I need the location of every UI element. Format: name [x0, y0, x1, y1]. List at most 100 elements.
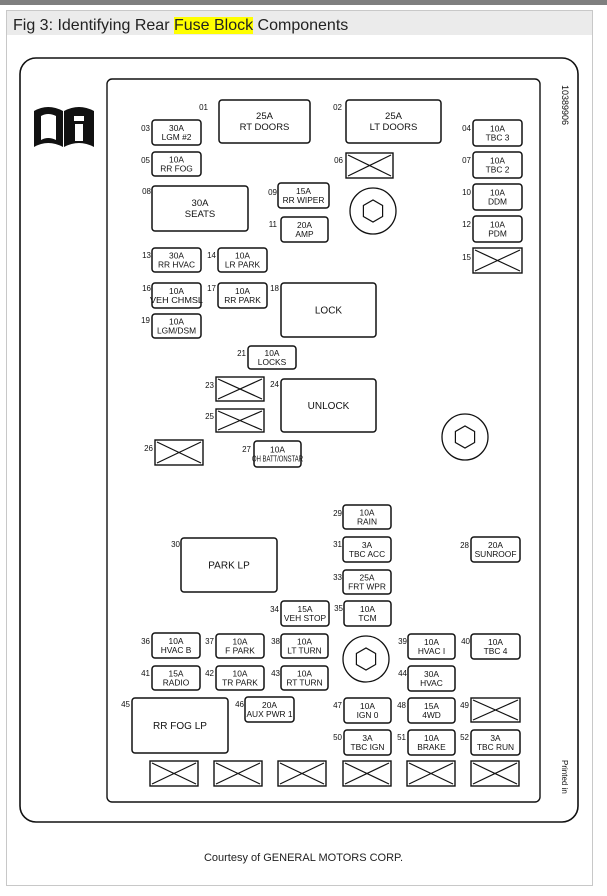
- fuse-number: 41: [141, 669, 150, 678]
- fuse-circuit: 4WD: [422, 710, 441, 720]
- fuse-06: 06: [334, 152, 394, 179]
- fuse-amperage: 15A: [296, 186, 311, 196]
- fuse-circuit: RR PARK: [224, 295, 261, 305]
- fuse-number: 02: [333, 103, 342, 112]
- fuse-box: [470, 729, 521, 756]
- fuse-number: 42: [205, 669, 214, 678]
- fuse-box: [247, 345, 297, 370]
- fuse-amperage: 10A: [360, 604, 375, 614]
- fuse-circuit: RT TURN: [286, 678, 322, 688]
- fuse-amperage: 30A: [169, 251, 184, 261]
- fuse-box: [407, 665, 456, 692]
- fuse-number: 03: [141, 124, 150, 133]
- fuse-circuit: RAIN: [357, 517, 377, 527]
- fuse-circuit: LR PARK: [225, 260, 261, 270]
- fuse-box: [151, 665, 201, 691]
- fuse-box: [342, 569, 392, 595]
- fuse-box: [280, 216, 329, 243]
- fuse-circuit: F PARK: [225, 646, 255, 656]
- bottom-relays: [149, 760, 520, 787]
- fuse-number: 45: [121, 700, 130, 709]
- fuse-box: [253, 440, 302, 468]
- fuse-number: 23: [205, 381, 214, 390]
- fuse-amperage: 10A: [233, 637, 248, 647]
- fuse-number: 31: [333, 540, 342, 549]
- manual-info-icon: [34, 107, 94, 147]
- relay-icon: [345, 152, 394, 179]
- stud-icon: [342, 635, 390, 683]
- fuse-circuit: HVAC I: [418, 646, 445, 656]
- fuse-number: 12: [462, 220, 471, 229]
- fuse-circuit: DDM: [488, 197, 507, 207]
- relay-icon: [213, 760, 263, 787]
- fuse-number: 01: [199, 103, 208, 112]
- relay-icon: [406, 760, 456, 787]
- fuse-amperage: 20A: [262, 700, 277, 710]
- fuse-circuit: FRT WPR: [348, 582, 386, 592]
- fuse-box: [342, 536, 392, 563]
- fuse-number: 16: [142, 284, 151, 293]
- fuse-label: LOCK: [315, 306, 343, 317]
- fuse-circuit: LGM/DSM: [157, 326, 196, 336]
- fuse-box: [151, 185, 249, 232]
- fuse-amperage: 25A: [385, 111, 403, 122]
- fuse-number: 39: [398, 637, 407, 646]
- fuse-number: 40: [461, 637, 470, 646]
- relay-icon: [215, 376, 265, 402]
- fuse-number: 28: [460, 541, 469, 550]
- fuse-amperage: 3A: [490, 733, 501, 743]
- fuse-number: 10: [462, 188, 471, 197]
- top-border: [0, 0, 607, 5]
- fuse-circuit: SUNROOF: [475, 549, 517, 559]
- fuse-box: [470, 536, 521, 563]
- fuse-circuit: TBC RUN: [477, 742, 514, 752]
- fuse-circuit: RR FOG: [160, 164, 193, 174]
- fuse-label: PARK LP: [208, 561, 250, 572]
- fuse-label: UNLOCK: [308, 401, 350, 412]
- fuse-number: 19: [141, 316, 150, 325]
- fuse-amperage: 10A: [297, 637, 312, 647]
- fuse-circuit: TR PARK: [222, 678, 258, 688]
- fuse-circuit: LOCKS: [258, 357, 287, 367]
- fuse-box: [407, 633, 456, 660]
- fuse-box: [215, 633, 265, 659]
- fuse-circuit: HVAC: [420, 678, 443, 688]
- fuse-amperage: 3A: [362, 733, 373, 743]
- fuse-box: [277, 182, 330, 209]
- fuse-amperage: 20A: [488, 540, 503, 550]
- fuse-box: [151, 151, 202, 177]
- fuse-number: 52: [460, 733, 469, 742]
- fuse-amperage: 10A: [424, 637, 439, 647]
- fuse-box: [407, 729, 456, 756]
- fuse-amperage: 25A: [360, 573, 375, 583]
- fuse-amperage: 10A: [490, 156, 505, 166]
- fuse-number: 08: [142, 187, 151, 196]
- fuse-25: 25: [205, 408, 265, 433]
- fuse-number: 48: [397, 701, 406, 710]
- fuse-number: 29: [333, 509, 342, 518]
- fuse-number: 26: [144, 444, 153, 453]
- fuse-number: 05: [141, 156, 150, 165]
- fuse-number: 21: [237, 349, 246, 358]
- fuse-box: [407, 697, 456, 724]
